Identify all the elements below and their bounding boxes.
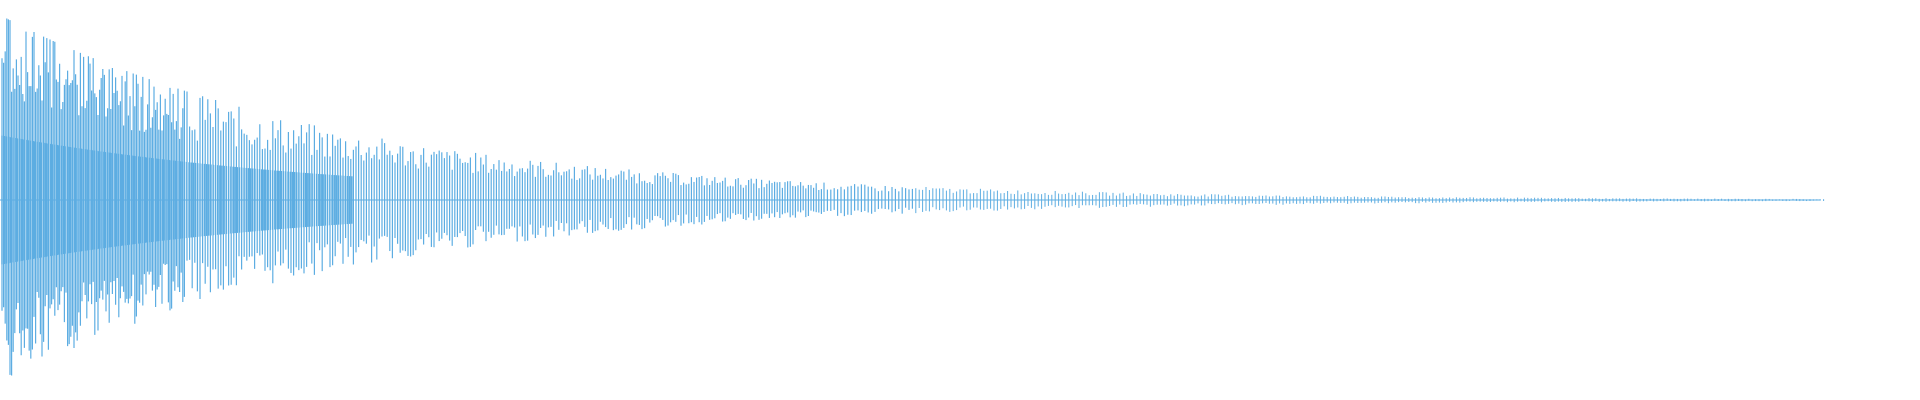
waveform-lines (1, 18, 1825, 376)
